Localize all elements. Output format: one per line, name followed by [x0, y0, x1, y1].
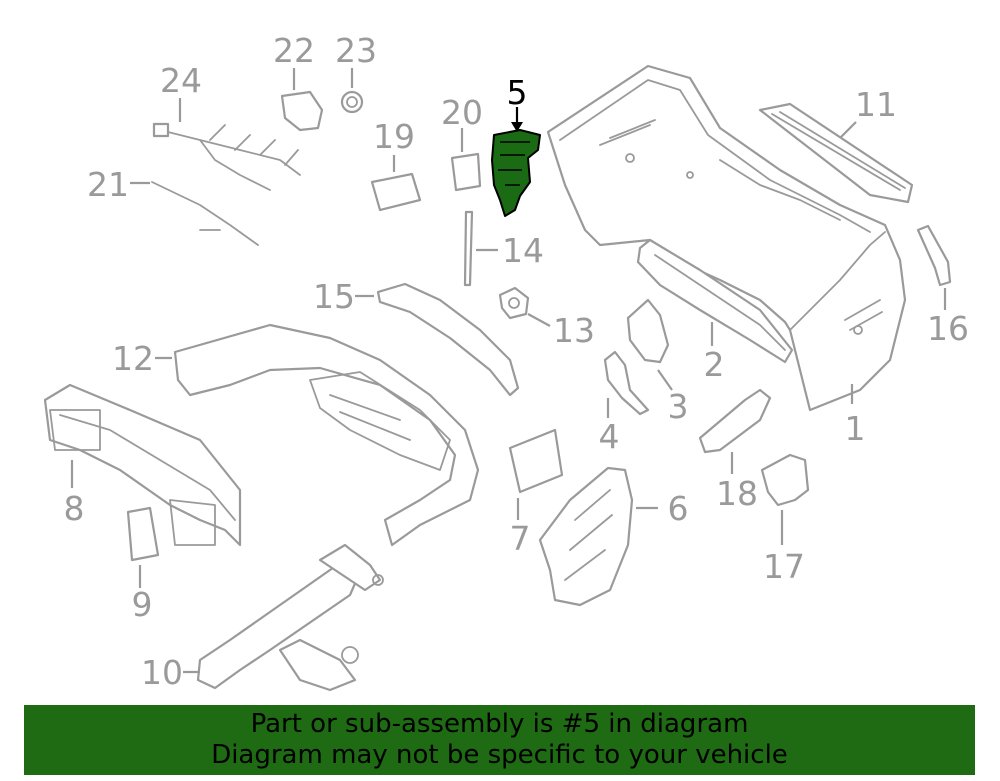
callout-8: 8 [64, 489, 85, 528]
info-banner: Part or sub-assembly is #5 in diagram Di… [24, 705, 975, 775]
part-22-sensor[interactable] [280, 90, 324, 132]
part-1-bumper-cover[interactable] [546, 64, 907, 412]
callout-12: 12 [112, 339, 154, 378]
callout-21: 21 [87, 165, 129, 204]
callout-19: 19 [373, 117, 415, 156]
callout-22: 22 [273, 31, 315, 70]
part-23-ring[interactable] [340, 90, 364, 114]
part-20-module[interactable] [450, 152, 482, 192]
callout-9: 9 [132, 585, 153, 624]
callout-18: 18 [716, 474, 758, 513]
callout-14: 14 [502, 231, 544, 270]
part-15-trim[interactable] [376, 282, 520, 397]
part-11-trim-strip[interactable] [758, 102, 914, 204]
callout-11: 11 [855, 85, 897, 124]
part-10-tow-hitch[interactable] [196, 543, 384, 692]
callout-16: 16 [927, 309, 969, 348]
part-7-plate[interactable] [508, 428, 564, 494]
part-3-bracket[interactable] [626, 298, 670, 364]
callout-17: 17 [763, 547, 805, 586]
callout-7: 7 [510, 519, 531, 558]
banner-line-2: Diagram may not be specific to your vehi… [211, 740, 788, 770]
part-14-rod[interactable] [463, 210, 474, 287]
callout-4: 4 [599, 417, 620, 456]
part-13-grommet[interactable] [498, 286, 530, 320]
part-12-lower-cover[interactable] [173, 323, 480, 547]
part-19-sensor[interactable] [370, 172, 422, 212]
part-17-bracket[interactable] [760, 453, 810, 507]
part-5-bracket-highlighted[interactable] [491, 129, 541, 217]
part-16-bracket[interactable] [916, 224, 952, 287]
part-21-harness[interactable] [151, 181, 259, 246]
callout-13: 13 [553, 311, 595, 350]
callout-24: 24 [160, 61, 202, 100]
callout-1: 1 [845, 409, 866, 448]
part-24-harness[interactable] [152, 122, 301, 191]
part-4-bracket[interactable] [603, 350, 650, 416]
part-6-bracket[interactable] [538, 466, 634, 607]
callout-23: 23 [335, 31, 377, 70]
callout-3: 3 [668, 387, 689, 426]
part-18-bracket[interactable] [698, 388, 772, 454]
part-9-plate[interactable] [126, 506, 160, 562]
callout-15: 15 [313, 277, 355, 316]
callout-10: 10 [141, 653, 183, 692]
part-2-absorber[interactable] [636, 238, 794, 364]
callout-5: 5 [507, 73, 528, 112]
part-8-carrier[interactable] [43, 383, 242, 547]
leader-lines [70, 68, 947, 674]
callout-2: 2 [704, 345, 725, 384]
callout-20: 20 [441, 93, 483, 132]
callout-6: 6 [668, 489, 689, 528]
banner-line-1: Part or sub-assembly is #5 in diagram [250, 709, 749, 739]
